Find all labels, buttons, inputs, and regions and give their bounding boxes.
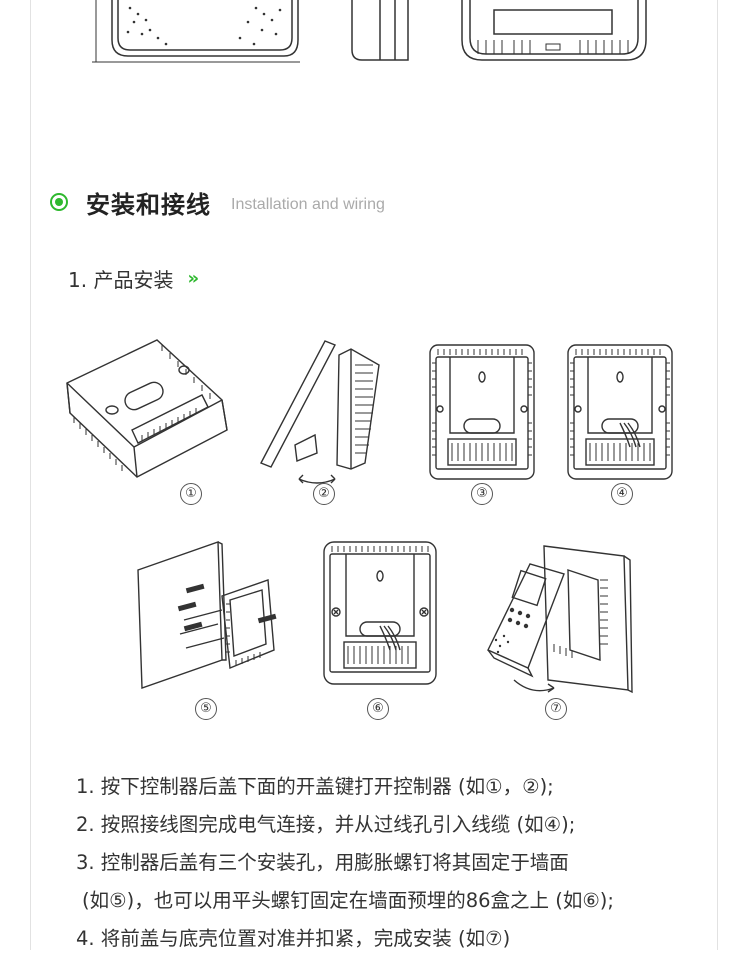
step-label-2: ② (313, 483, 335, 505)
content-frame (30, 0, 718, 950)
step-label-1: ① (180, 483, 202, 505)
step-label-7: ⑦ (545, 698, 567, 720)
figure-3-back-plate: ③ (428, 343, 536, 505)
figure-6-box-mount: ⑥ (322, 540, 438, 720)
instruction-line-2: 2. 按照接线图完成电气连接，并从过线孔引入线缆 (如④); (76, 813, 576, 836)
instruction-line-1: 1. 按下控制器后盖下面的开盖键打开控制器 (如①，②); (76, 775, 554, 798)
figure-5-wall-mount: ⑤ (134, 540, 282, 720)
top-dimension-drawings (92, 0, 647, 63)
subsection-title: 1. 产品安装 (68, 268, 174, 292)
instruction-list: 1. 按下控制器后盖下面的开盖键打开控制器 (如①，②); 2. 按照接线图完成… (76, 770, 716, 960)
step-label-6: ⑥ (367, 698, 389, 720)
subsection-heading: 1. 产品安装 » (68, 264, 199, 293)
instruction-line-3-cont: (如⑤)，也可以用平头螺钉固定在墙面预埋的86盒之上 (如⑥); (82, 889, 614, 912)
step-label-4: ④ (611, 483, 633, 505)
instruction-line-3: 3. 控制器后盖有三个安装孔，用膨胀螺钉将其固定于墙面 (76, 851, 569, 874)
step-label-3: ③ (471, 483, 493, 505)
step-label-5: ⑤ (195, 698, 217, 720)
instruction-line-4: 4. 将前盖与底壳位置对准并扣紧，完成安装 (如⑦) (76, 927, 511, 950)
figure-2-open-cover: ② (255, 335, 395, 505)
figure-7-assembly: ⑦ (484, 540, 634, 720)
radio-dot-icon (50, 193, 68, 211)
section-subtitle-en: Installation and wiring (231, 196, 385, 213)
section-title: 安装和接线 (86, 190, 211, 219)
double-chevron-right-icon: » (187, 268, 200, 289)
section-heading: 安装和接线 Installation and wiring (50, 182, 385, 222)
figure-4-wiring: ④ (566, 343, 674, 505)
figure-1-back-cover: ① (62, 335, 232, 505)
